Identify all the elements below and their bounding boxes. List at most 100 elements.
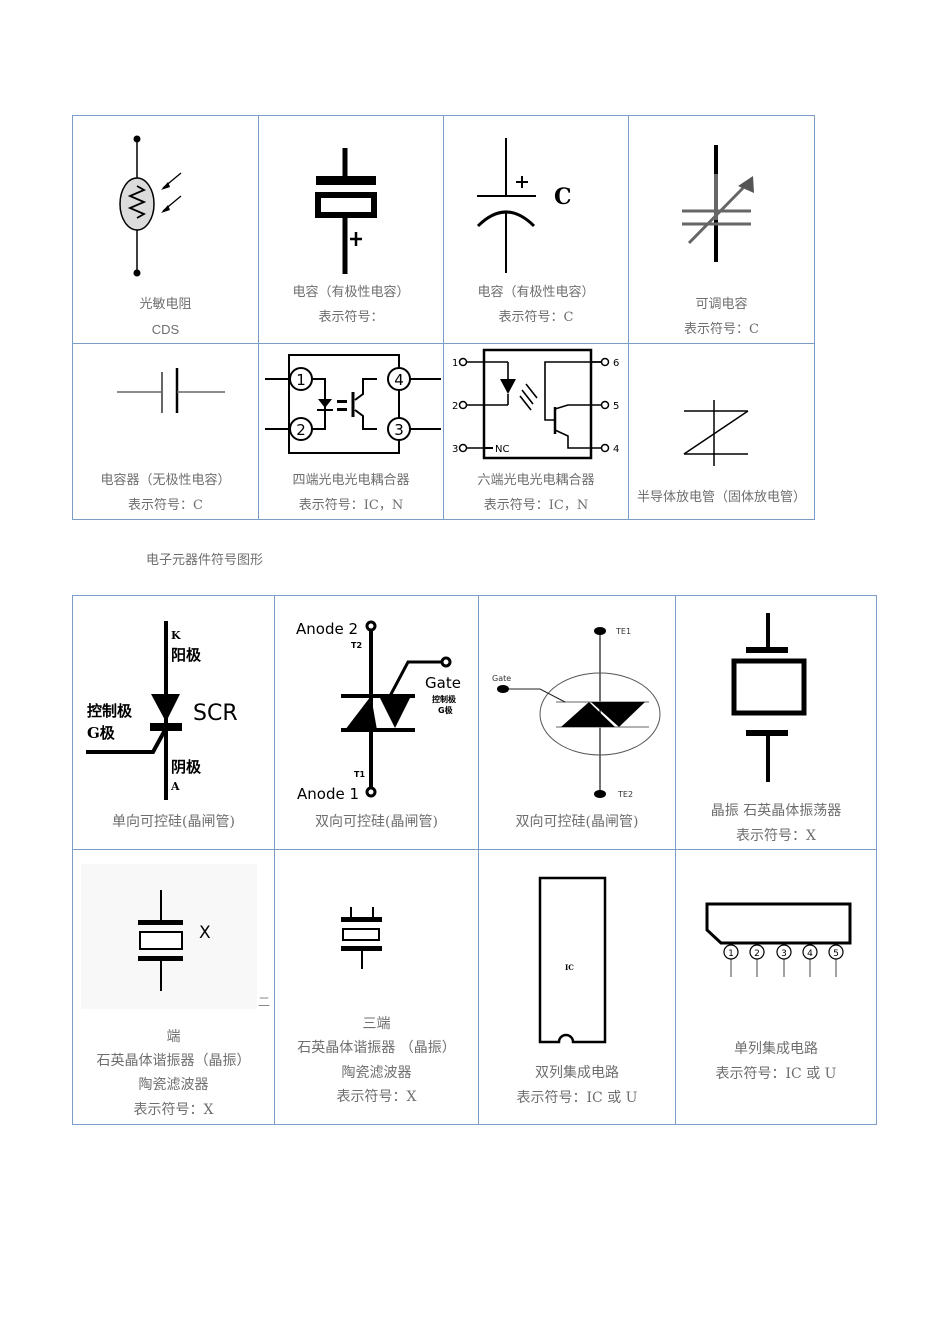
cell-photoresistor: 光敏电阻 CDS: [72, 115, 259, 344]
svg-text:TE1: TE1: [615, 627, 631, 636]
svg-text:3: 3: [394, 421, 404, 439]
component-name: 双向可控硅(晶闸管): [515, 814, 639, 830]
svg-text:A: A: [170, 780, 180, 793]
svg-text:Anode 1: Anode 1: [297, 785, 359, 803]
cell-electrolytic-capacitor: C 电容（有极性电容） 表示符号：C: [443, 115, 629, 344]
svg-text:6: 6: [613, 358, 619, 369]
component-name: 双向可控硅(晶闸管): [315, 814, 438, 830]
component-symbol: CDS: [151, 322, 180, 337]
component-symbol: 表示符号：X: [133, 1102, 214, 1118]
component-symbol: 表示符号：C: [498, 310, 574, 325]
svg-text:C: C: [554, 184, 572, 210]
component-name: 单列集成电路: [734, 1041, 818, 1057]
component-symbol: 表示符号：IC 或 U: [516, 1090, 638, 1106]
svg-text:3: 3: [781, 949, 787, 959]
cell-2terminal-crystal: X 端 石英晶体谐振器（晶振） 陶瓷滤波器 表示符号：X: [72, 849, 275, 1125]
cell-6pin-optocoupler: 1 2 3 4 5 6 NC 六端光电光电耦合器 表示符号：IC，N: [443, 343, 629, 520]
nonpolar-capacitor-icon: [117, 368, 225, 413]
triac-icon: Anode 2 T2 Gate 控制极 G极 T1 Anode 1: [296, 620, 461, 803]
component-symbol: 表示符号：C: [684, 322, 759, 337]
svg-text:1: 1: [296, 371, 306, 389]
variable-capacitor-icon: [682, 145, 754, 262]
cell-4pin-optocoupler: 1 2 3 4 四端光电光电耦合器 表示符号：IC，N: [258, 343, 444, 520]
component-name: 电容（有极性电容）: [477, 285, 595, 300]
svg-text:G极: G极: [438, 705, 453, 715]
component-name: 光敏电阻: [139, 297, 192, 312]
svg-text:4: 4: [613, 444, 619, 455]
component-name: 双列集成电路: [535, 1065, 619, 1081]
component-name: 四端光电光电耦合器: [292, 473, 410, 488]
svg-text:4: 4: [807, 949, 813, 959]
component-symbol: 表示符号：IC，N: [483, 498, 589, 513]
svg-text:T2: T2: [351, 641, 362, 650]
component-name: 晶振 石英晶体振荡器: [710, 803, 842, 819]
svg-text:1: 1: [728, 949, 734, 959]
electrolytic-capacitor-icon: C: [476, 138, 572, 273]
component-symbol: 表示符号：X: [736, 828, 816, 844]
cell-polarized-capacitor: 电容（有极性电容） 表示符号：: [258, 115, 444, 344]
svg-text:Gate: Gate: [425, 674, 461, 692]
svg-text:阴极: 阴极: [171, 758, 202, 776]
component-terminals: 端: [166, 1029, 181, 1045]
svg-text:2: 2: [296, 421, 306, 439]
figure-caption: 电子元器件符号图形: [146, 553, 264, 568]
svg-text:控制极: 控制极: [432, 694, 456, 704]
cell-nonpolar-capacitor: 电容器（无极性电容） 表示符号：C: [72, 343, 259, 520]
sip-ic-icon: 1 2 3 4 5: [705, 902, 852, 977]
svg-text:5: 5: [833, 949, 839, 959]
optocoupler-6pin-icon: 1 2 3 4 5 6 NC: [452, 348, 619, 460]
svg-text:2: 2: [452, 401, 458, 412]
svg-text:K: K: [171, 629, 181, 642]
component-symbol: 表示符号：IC 或 U: [715, 1066, 837, 1082]
svg-text:4: 4: [394, 371, 404, 389]
component-name: 可调电容: [695, 297, 748, 312]
svg-text:1: 1: [452, 358, 458, 369]
component-name: 电容（有极性电容）: [292, 285, 410, 300]
component-name: 电容器（无极性电容）: [100, 473, 231, 488]
svg-text:X: X: [199, 923, 211, 943]
component-symbol: 表示符号：X: [336, 1089, 417, 1105]
cell-sip-ic: 1 2 3 4 5 单列集成电路 表示符号：IC 或 U: [675, 849, 877, 1125]
discharge-tube-icon: [683, 400, 749, 466]
cell-scr: K 阳极 控制极 G极 阴极 A SCR 单向可控硅(晶闸管): [72, 595, 275, 850]
cell-crystal-oscillator: 晶振 石英晶体振荡器 表示符号：X: [675, 595, 877, 850]
cell-triac: Anode 2 T2 Gate 控制极 G极 T1 Anode 1 双向可控硅(…: [274, 595, 479, 850]
polarized-capacitor-icon: [315, 148, 377, 274]
component-terminals: 三端: [362, 1016, 391, 1032]
cell-variable-capacitor: 可调电容 表示符号：C: [628, 115, 815, 344]
svg-text:SCR: SCR: [193, 701, 238, 726]
three-terminal-crystal-icon: [341, 907, 382, 969]
component-name-alt: 陶瓷滤波器: [341, 1065, 412, 1081]
component-name: 半导体放电管（固体放电管）: [636, 490, 806, 505]
cell-discharge-tube: 半导体放电管（固体放电管）: [628, 343, 815, 520]
cell-3terminal-crystal: 三端 石英晶体谐振器 （晶振） 陶瓷滤波器 表示符号：X: [274, 849, 479, 1125]
photoresistor-icon: [119, 135, 182, 277]
svg-text:2: 2: [754, 949, 760, 959]
component-name: 石英晶体谐振器（晶振）: [96, 1053, 251, 1069]
component-name: 单向可控硅(晶闸管): [112, 814, 235, 830]
component-symbol: 表示符号：: [318, 310, 384, 325]
component-name-alt: 陶瓷滤波器: [138, 1077, 209, 1093]
dip-ic-icon: IC: [538, 876, 607, 1044]
svg-text:Anode 2: Anode 2: [296, 620, 358, 638]
triac-te-icon: TE1 TE2 Gate: [492, 627, 661, 799]
svg-text:5: 5: [613, 401, 619, 412]
stray-mark: 二: [258, 995, 271, 1009]
svg-text:Gate: Gate: [492, 674, 511, 683]
svg-text:TE2: TE2: [617, 790, 633, 799]
component-symbol: 表示符号：IC，N: [298, 498, 404, 513]
optocoupler-4pin-icon: 1 2 3 4: [265, 354, 441, 454]
svg-text:NC: NC: [495, 444, 509, 455]
svg-text:IC: IC: [565, 963, 574, 972]
component-name: 石英晶体谐振器 （晶振）: [297, 1040, 456, 1056]
component-name: 六端光电光电耦合器: [477, 473, 595, 488]
svg-text:T1: T1: [354, 770, 365, 779]
cell-dip-ic: IC 双列集成电路 表示符号：IC 或 U: [478, 849, 676, 1125]
two-terminal-crystal-icon: X: [81, 864, 257, 1009]
svg-text:G极: G极: [87, 724, 116, 742]
component-symbol: 表示符号：C: [128, 498, 203, 513]
svg-text:控制极: 控制极: [87, 702, 133, 720]
crystal-oscillator-icon: [731, 613, 807, 782]
svg-text:阳极: 阳极: [171, 646, 202, 664]
scr-thyristor-icon: K 阳极 控制极 G极 阴极 A SCR: [86, 621, 238, 800]
